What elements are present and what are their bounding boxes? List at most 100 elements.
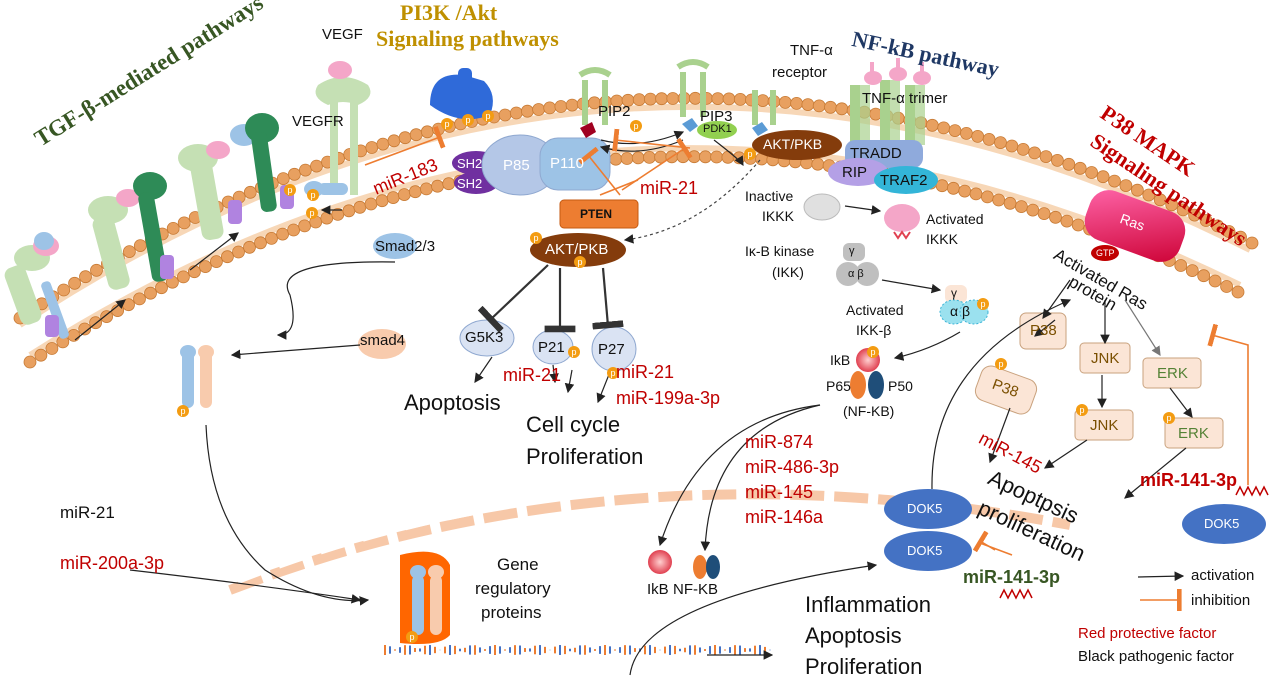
lipid-head xyxy=(100,310,113,324)
label-ikb-kinase-1: Iκ-B kinase xyxy=(745,243,815,259)
label-ikb: IkB xyxy=(830,352,851,368)
lipid-head xyxy=(1222,225,1236,238)
label-dok5-b: DOK5 xyxy=(907,543,943,558)
label-traf2: TRAF2 xyxy=(880,172,928,189)
dashed-arrow xyxy=(623,159,761,244)
lipid-head xyxy=(155,281,168,295)
phosphate-dot xyxy=(607,367,619,379)
lipid-head xyxy=(609,152,623,166)
phosphate-label: p xyxy=(485,111,490,121)
lipid-head xyxy=(442,177,456,191)
lipid-head xyxy=(835,102,849,116)
lipid-head xyxy=(1039,150,1053,164)
lipid-head xyxy=(756,94,770,107)
label-pten: PTEN xyxy=(580,207,613,221)
lipid-head xyxy=(969,187,983,201)
label-p65: P65 xyxy=(826,378,851,394)
lipid-head xyxy=(971,129,985,143)
lipid-head xyxy=(1176,203,1190,217)
phosphate-label: p xyxy=(309,208,314,218)
label-p38a: P38 xyxy=(1030,322,1057,339)
lipid-head xyxy=(133,292,146,306)
lipid-head xyxy=(935,179,949,193)
phosphate-label: p xyxy=(444,119,449,129)
lipid-head xyxy=(1049,210,1062,224)
lipid-head xyxy=(644,92,657,106)
gene-regulatory-shape xyxy=(400,550,720,644)
lipid-head xyxy=(79,270,92,284)
lipid-head xyxy=(387,134,401,148)
inhibition-mir145 xyxy=(979,542,1013,556)
pten-shape xyxy=(559,199,639,229)
lipid-head xyxy=(1028,146,1041,160)
legend-red-factor: Red protective factor xyxy=(1078,625,1217,642)
lipid-head xyxy=(1211,219,1224,233)
lipid-head xyxy=(1231,285,1245,299)
phosphate-dot xyxy=(284,184,296,196)
lipid-head xyxy=(78,322,92,336)
lipid-head xyxy=(1073,161,1087,175)
phosphate-dot xyxy=(307,189,319,201)
label-gamma: γ xyxy=(849,245,855,257)
lipid-head xyxy=(925,118,939,132)
lipid-head xyxy=(790,97,803,110)
lipid-head xyxy=(1234,230,1247,244)
mirna-200a: miR-200a-3p xyxy=(60,553,165,573)
lipid-head xyxy=(1037,207,1051,221)
dok5-a-shape xyxy=(884,489,972,529)
lipid-head xyxy=(398,131,412,145)
lipid-head xyxy=(342,204,356,218)
lipid-head xyxy=(824,100,837,114)
label-nfkb-nuc: NF-KB xyxy=(673,581,718,598)
label-dok5-a: DOK5 xyxy=(907,501,943,516)
phosphate-dot xyxy=(1076,404,1088,416)
lipid-head xyxy=(254,236,267,250)
lipid-head xyxy=(710,150,723,164)
lipid-head xyxy=(620,152,634,165)
phosphate-label: p xyxy=(1166,413,1171,423)
dok5-c-shape xyxy=(1182,504,1266,544)
lipid-head xyxy=(631,151,645,165)
lipid-head xyxy=(1005,139,1019,153)
phosphate-dot xyxy=(482,110,494,122)
jnk-b-shape xyxy=(1074,409,1134,441)
label-smad4: smad4 xyxy=(360,332,406,349)
label-gene-3: proteins xyxy=(481,603,542,622)
lipid-head xyxy=(376,137,390,151)
mirna-145-nfkb: miR-145 xyxy=(745,482,814,502)
lipid-head xyxy=(310,159,323,173)
label-ikb-kinase-2: (IKK) xyxy=(772,264,804,280)
lipid-head xyxy=(320,211,334,225)
grey-arrow xyxy=(1124,299,1161,357)
mirna-146a: miR-146a xyxy=(745,507,824,527)
label-activated-ikkk-1: Activated xyxy=(926,211,984,227)
label-p21: P21 xyxy=(538,339,565,356)
lipid-head xyxy=(23,355,37,369)
label-smad23: Smad2/3 xyxy=(375,238,436,255)
ras-shape xyxy=(1084,190,1186,262)
lipid-head xyxy=(298,219,312,233)
erk-a-shape xyxy=(1142,357,1202,389)
lipid-head xyxy=(45,342,59,355)
label-ikb-nuc: IkB xyxy=(647,581,669,598)
legend-black-factor: Black pathogenic factor xyxy=(1078,648,1234,665)
akt-target-lines xyxy=(477,264,624,333)
phosphate-dot xyxy=(441,118,453,130)
lipid-head xyxy=(67,328,81,342)
label-jnk-b: JNK xyxy=(1090,417,1119,434)
lipid-head xyxy=(958,184,972,198)
label-jnk-a: JNK xyxy=(1091,350,1120,367)
smad-shapes xyxy=(180,181,417,408)
p38b-shape xyxy=(974,365,1038,415)
phosphate-dot xyxy=(867,346,879,358)
label-pdk1: PDK1 xyxy=(703,123,732,135)
lipid-head xyxy=(408,185,422,199)
lipid-head xyxy=(232,245,245,259)
lipid-head xyxy=(364,197,378,211)
phosphate-dot xyxy=(306,207,318,219)
label-akt-cyto: AKT/PKB xyxy=(545,241,609,258)
lipid-head xyxy=(521,104,534,118)
lipid-head xyxy=(1153,193,1167,207)
lipid-head xyxy=(948,124,962,138)
